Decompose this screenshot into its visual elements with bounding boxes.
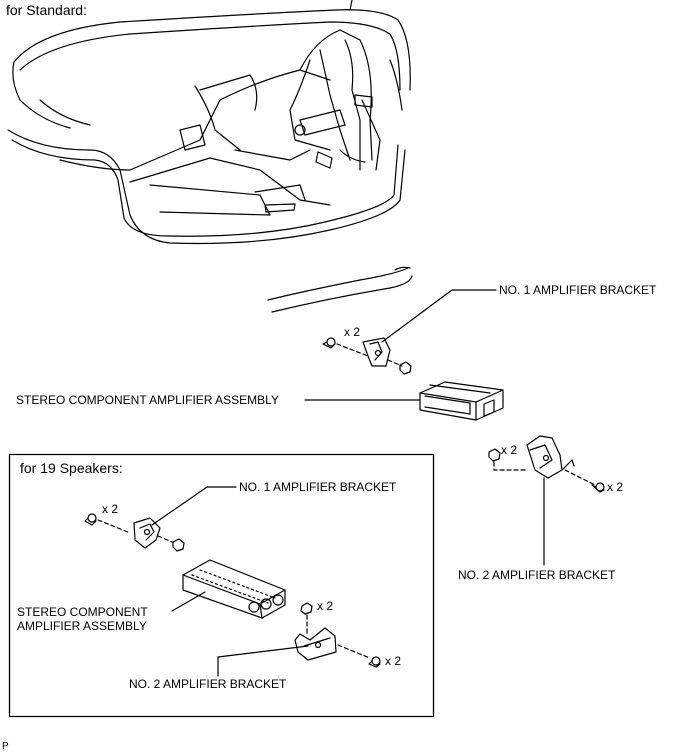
standard-no1-bracket-label: NO. 1 AMPLIFIER BRACKET (499, 283, 657, 297)
speakers19-no1-bracket-label: NO. 1 AMPLIFIER BRACKET (239, 480, 397, 494)
speakers19-bracket1-group (84, 486, 237, 552)
standard-no2-bracket-label: NO. 2 AMPLIFIER BRACKET (458, 568, 616, 582)
vehicle-trunk-illustration (7, 0, 413, 313)
standard-bracket2-nut-qty: x 2 (501, 443, 518, 457)
speakers19-amplifier-assembly-label: STEREO COMPONENT AMPLIFIER ASSEMBLY (17, 605, 148, 633)
speakers19-frame (8, 453, 435, 718)
standard-bracket2-screw-qty: x 2 (607, 480, 624, 494)
speakers19-bracket2-screw-qty: x 2 (385, 654, 402, 668)
standard-amplifier-assembly (304, 381, 504, 421)
speakers19-title: for 19 Speakers: (20, 460, 123, 476)
footer-code: P (2, 741, 9, 752)
standard-bracket2-group (488, 435, 605, 566)
standard-amplifier-assembly-label: STEREO COMPONENT AMPLIFIER ASSEMBLY (16, 393, 279, 407)
speakers19-bracket1-screw-qty: x 2 (102, 502, 119, 516)
speakers19-bracket2-nut-qty: x 2 (317, 599, 334, 613)
speakers19-bracket2-group (217, 602, 381, 677)
header-standard-label: for Standard: (6, 2, 87, 18)
standard-bracket1-screw-qty: x 2 (344, 325, 361, 339)
standard-bracket1-group (322, 289, 497, 375)
speakers19-no2-bracket-label: NO. 2 AMPLIFIER BRACKET (129, 677, 287, 691)
speakers19-amplifier-assembly (171, 559, 286, 619)
